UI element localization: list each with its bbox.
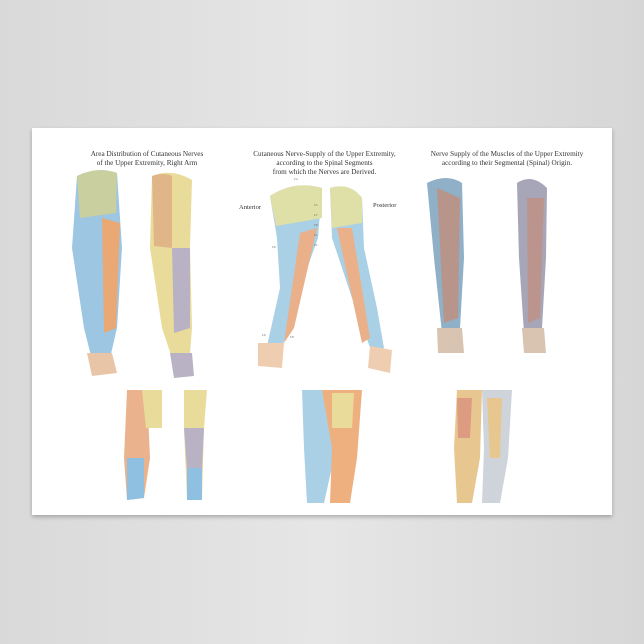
segment-label: C7 — [314, 213, 318, 217]
title-line: Cutaneous Nerve-Supply of the Upper Extr… — [253, 150, 396, 158]
title-line: according to the Spinal Segments — [276, 159, 373, 167]
segment-label: C5 — [314, 203, 318, 207]
dermatome-arm-posterior — [330, 186, 392, 373]
title-line: from which the Nerves are Derived. — [272, 168, 377, 176]
leg-muscle-front — [454, 390, 512, 503]
posterior-label: Posterior — [373, 202, 397, 209]
leg-cutaneous-back — [184, 390, 207, 500]
anterior-label: Anterior — [239, 204, 262, 211]
panel-3-title: Nerve Supply of the Muscles of the Upper… — [412, 150, 602, 168]
muscle-arm-anterior — [427, 178, 464, 353]
title-line: Area Distribution of Cutaneous Nerves — [90, 150, 204, 158]
arm-posterior-illustration — [150, 172, 194, 378]
dermatome-arm-anterior — [258, 185, 322, 368]
anatomy-illustrations: C4 C5 C6 C7 C8 T1 T2 C6 C8 — [72, 170, 547, 503]
panel-2-title: Cutaneous Nerve-Supply of the Upper Extr… — [232, 150, 417, 177]
title-line: Nerve Supply of the Muscles of the Upper… — [430, 150, 584, 158]
segment-label: C6 — [262, 333, 266, 337]
segment-labels: C4 C5 C6 C7 C8 T1 T2 C6 C8 — [262, 177, 318, 339]
leg-cutaneous-front — [124, 390, 162, 500]
arm-anterior-illustration — [72, 170, 122, 376]
segment-label: T1 — [314, 233, 318, 237]
muscle-arm-posterior — [517, 179, 547, 353]
segment-label: C8 — [314, 223, 318, 227]
segment-label: C8 — [290, 335, 294, 339]
title-line: of the Upper Extremity, Right Arm — [96, 159, 198, 167]
segment-label: C6 — [272, 245, 276, 249]
segment-label: T2 — [314, 243, 318, 247]
leg-dermatome-back — [302, 390, 362, 503]
anatomy-poster: Area Distribution of Cutaneous Nerves of… — [32, 128, 612, 515]
segment-label: C4 — [294, 177, 298, 181]
panel-1-title: Area Distribution of Cutaneous Nerves of… — [52, 150, 242, 168]
title-line: according to their Segmental (Spinal) Or… — [441, 159, 573, 167]
